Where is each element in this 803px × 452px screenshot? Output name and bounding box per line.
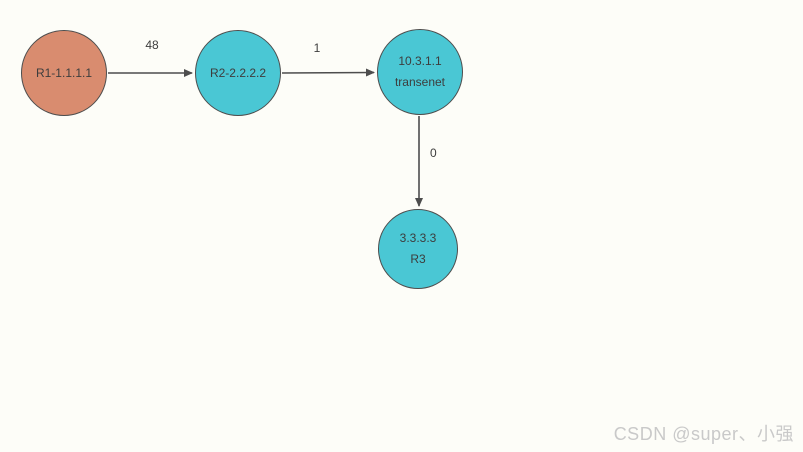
node-transenet: 10.3.1.1 transenet — [377, 29, 463, 115]
edge-label-1: 1 — [313, 41, 321, 55]
node-r1: R1-1.1.1.1 — [21, 30, 107, 116]
edge-label-0: 0 — [430, 146, 437, 160]
node-r2-label: R2-2.2.2.2 — [209, 65, 267, 80]
edge-label-48: 48 — [145, 38, 159, 52]
node-r1-label: R1-1.1.1.1 — [35, 65, 93, 80]
edge-r2-n3 — [281, 68, 375, 77]
node-r3-label-line1: 3.3.3.3 — [399, 231, 437, 245]
node-transenet-label-line2: transenet — [394, 75, 446, 89]
node-r3: 3.3.3.3 R3 — [378, 209, 458, 289]
node-r2: R2-2.2.2.2 — [195, 30, 281, 116]
node-transenet-label-line1: 10.3.1.1 — [398, 54, 442, 68]
node-r3-label-line2: R3 — [410, 252, 426, 266]
csdn-watermark: CSDN @super、小强 — [613, 424, 794, 444]
